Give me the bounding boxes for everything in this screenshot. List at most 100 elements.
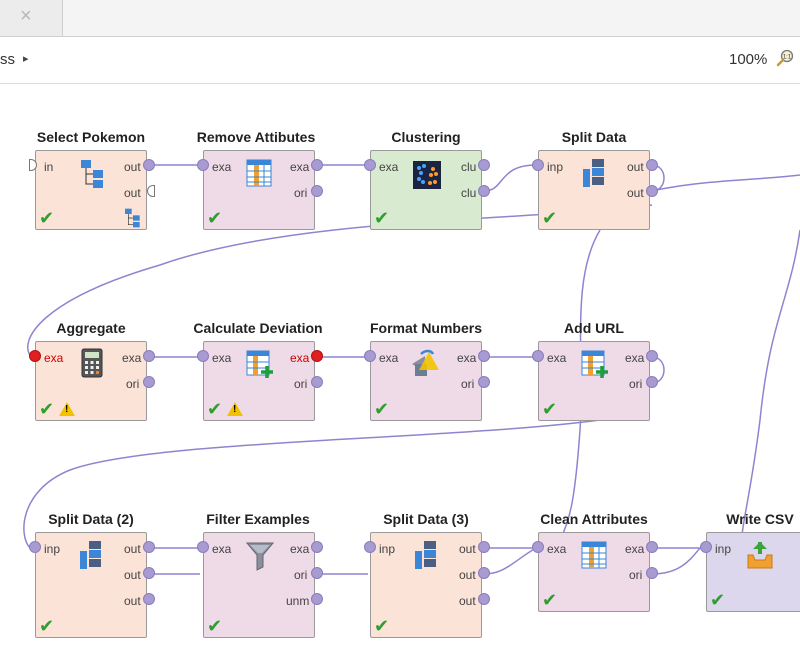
input-port[interactable] [364, 541, 376, 553]
output-port[interactable] [311, 541, 323, 553]
port-label: clu [461, 186, 477, 200]
process-tab[interactable]: × [0, 0, 63, 36]
wire [740, 229, 800, 546]
output-port[interactable] [311, 593, 323, 605]
svg-text:1:1: 1:1 [783, 55, 792, 61]
operator-clean-attributes[interactable]: exa exa ori ✔ [538, 532, 650, 612]
output-port[interactable] [646, 185, 658, 197]
operator-filter-examples[interactable]: exa exa ori unm ✔ [203, 532, 315, 638]
port-label: ori [461, 377, 475, 391]
input-port[interactable] [29, 159, 37, 171]
output-port[interactable] [478, 376, 490, 388]
input-port[interactable] [532, 350, 544, 362]
status-ok-icon: ✔ [542, 208, 558, 228]
output-port[interactable] [478, 159, 490, 171]
input-port[interactable] [364, 159, 376, 171]
port-label: ori [294, 186, 308, 200]
operator-calculate-deviation[interactable]: exa exa ori ✔ ! [203, 341, 315, 421]
port-label: exa [290, 160, 310, 174]
input-port[interactable] [532, 159, 544, 171]
output-port[interactable] [478, 593, 490, 605]
operator-title: Format Numbers [369, 320, 483, 336]
status-ok-icon: ✔ [207, 616, 223, 636]
wire [23, 419, 601, 549]
output-port[interactable] [478, 567, 490, 579]
input-port[interactable] [364, 350, 376, 362]
port-label: exa [44, 351, 64, 365]
operator-write-csv[interactable]: inp ✔ [706, 532, 800, 612]
port-label: ori [126, 377, 140, 391]
port-label: exa [290, 351, 310, 365]
operator-select-pokemon[interactable]: in out out ✔ [35, 150, 147, 230]
status-ok-icon: ✔ [39, 616, 55, 636]
operator-title: Split Data [561, 129, 627, 145]
zoom-icon[interactable]: 1:1 [776, 49, 794, 67]
output-port[interactable] [478, 541, 490, 553]
output-port[interactable] [143, 350, 155, 362]
input-port[interactable] [197, 350, 209, 362]
status-ok-icon: ✔ [542, 590, 558, 610]
port-label: unm [286, 594, 310, 608]
port-label: in [44, 160, 54, 174]
calculator-icon [81, 348, 103, 378]
port-label: exa [625, 351, 645, 365]
port-label: out [627, 160, 644, 174]
port-label: out [459, 542, 476, 556]
operator-split-data-3[interactable]: inp out out out ✔ [370, 532, 482, 638]
status-ok-icon: ✔ [542, 399, 558, 419]
output-port[interactable] [143, 159, 155, 171]
table-columns-icon [246, 159, 272, 187]
output-port[interactable] [646, 376, 658, 388]
tab-bar: × [0, 0, 800, 37]
operator-title: Clean Attributes [540, 511, 648, 527]
output-port-error[interactable] [311, 350, 323, 362]
port-label: exa [547, 351, 567, 365]
input-port[interactable] [197, 541, 209, 553]
output-port[interactable] [143, 541, 155, 553]
operator-title: Split Data (3) [383, 511, 469, 527]
close-icon[interactable]: × [20, 5, 32, 27]
output-port[interactable] [311, 376, 323, 388]
operator-clustering[interactable]: exa clu clu ✔ [370, 150, 482, 230]
port-label: exa [457, 351, 477, 365]
output-port[interactable] [143, 376, 155, 388]
output-port[interactable] [646, 159, 658, 171]
port-label: exa [547, 542, 567, 556]
port-label: inp [715, 542, 732, 556]
process-toolbar: ss ▸ 100% 1:1 [0, 37, 800, 84]
input-port[interactable] [29, 541, 41, 553]
operator-split-data[interactable]: inp out out ✔ [538, 150, 650, 230]
cluster-icon [413, 161, 441, 189]
output-port[interactable] [646, 541, 658, 553]
operator-title: Select Pokemon [36, 129, 146, 145]
output-port[interactable] [143, 593, 155, 605]
output-port[interactable] [311, 159, 323, 171]
output-port[interactable] [478, 350, 490, 362]
operator-format-numbers[interactable]: exa exa ori ✔ [370, 341, 482, 421]
input-port-error[interactable] [29, 350, 41, 362]
output-port[interactable] [311, 185, 323, 197]
output-port[interactable] [147, 185, 155, 197]
port-label: exa [212, 160, 232, 174]
output-port[interactable] [646, 567, 658, 579]
port-label: out [124, 160, 141, 174]
output-port[interactable] [646, 350, 658, 362]
operator-remove-attributes[interactable]: exa exa ori ✔ [203, 150, 315, 230]
port-label: exa [625, 542, 645, 556]
port-label: ori [629, 568, 643, 582]
input-port[interactable] [700, 541, 712, 553]
input-port[interactable] [197, 159, 209, 171]
breadcrumb[interactable]: ss [0, 51, 15, 68]
output-port[interactable] [311, 567, 323, 579]
output-port[interactable] [143, 567, 155, 579]
filter-funnel-icon [246, 542, 274, 571]
operator-add-url[interactable]: exa exa ori ✔ [538, 341, 650, 421]
port-label: exa [379, 351, 399, 365]
breadcrumb-arrow-icon[interactable]: ▸ [23, 53, 29, 65]
status-ok-icon: ✔ [39, 399, 55, 419]
operator-split-data-2[interactable]: inp out out out ✔ [35, 532, 147, 638]
input-port[interactable] [532, 541, 544, 553]
output-port[interactable] [478, 185, 490, 197]
operator-aggregate[interactable]: exa exa ori ✔ ! [35, 341, 147, 421]
hierarchy-icon [125, 208, 140, 228]
